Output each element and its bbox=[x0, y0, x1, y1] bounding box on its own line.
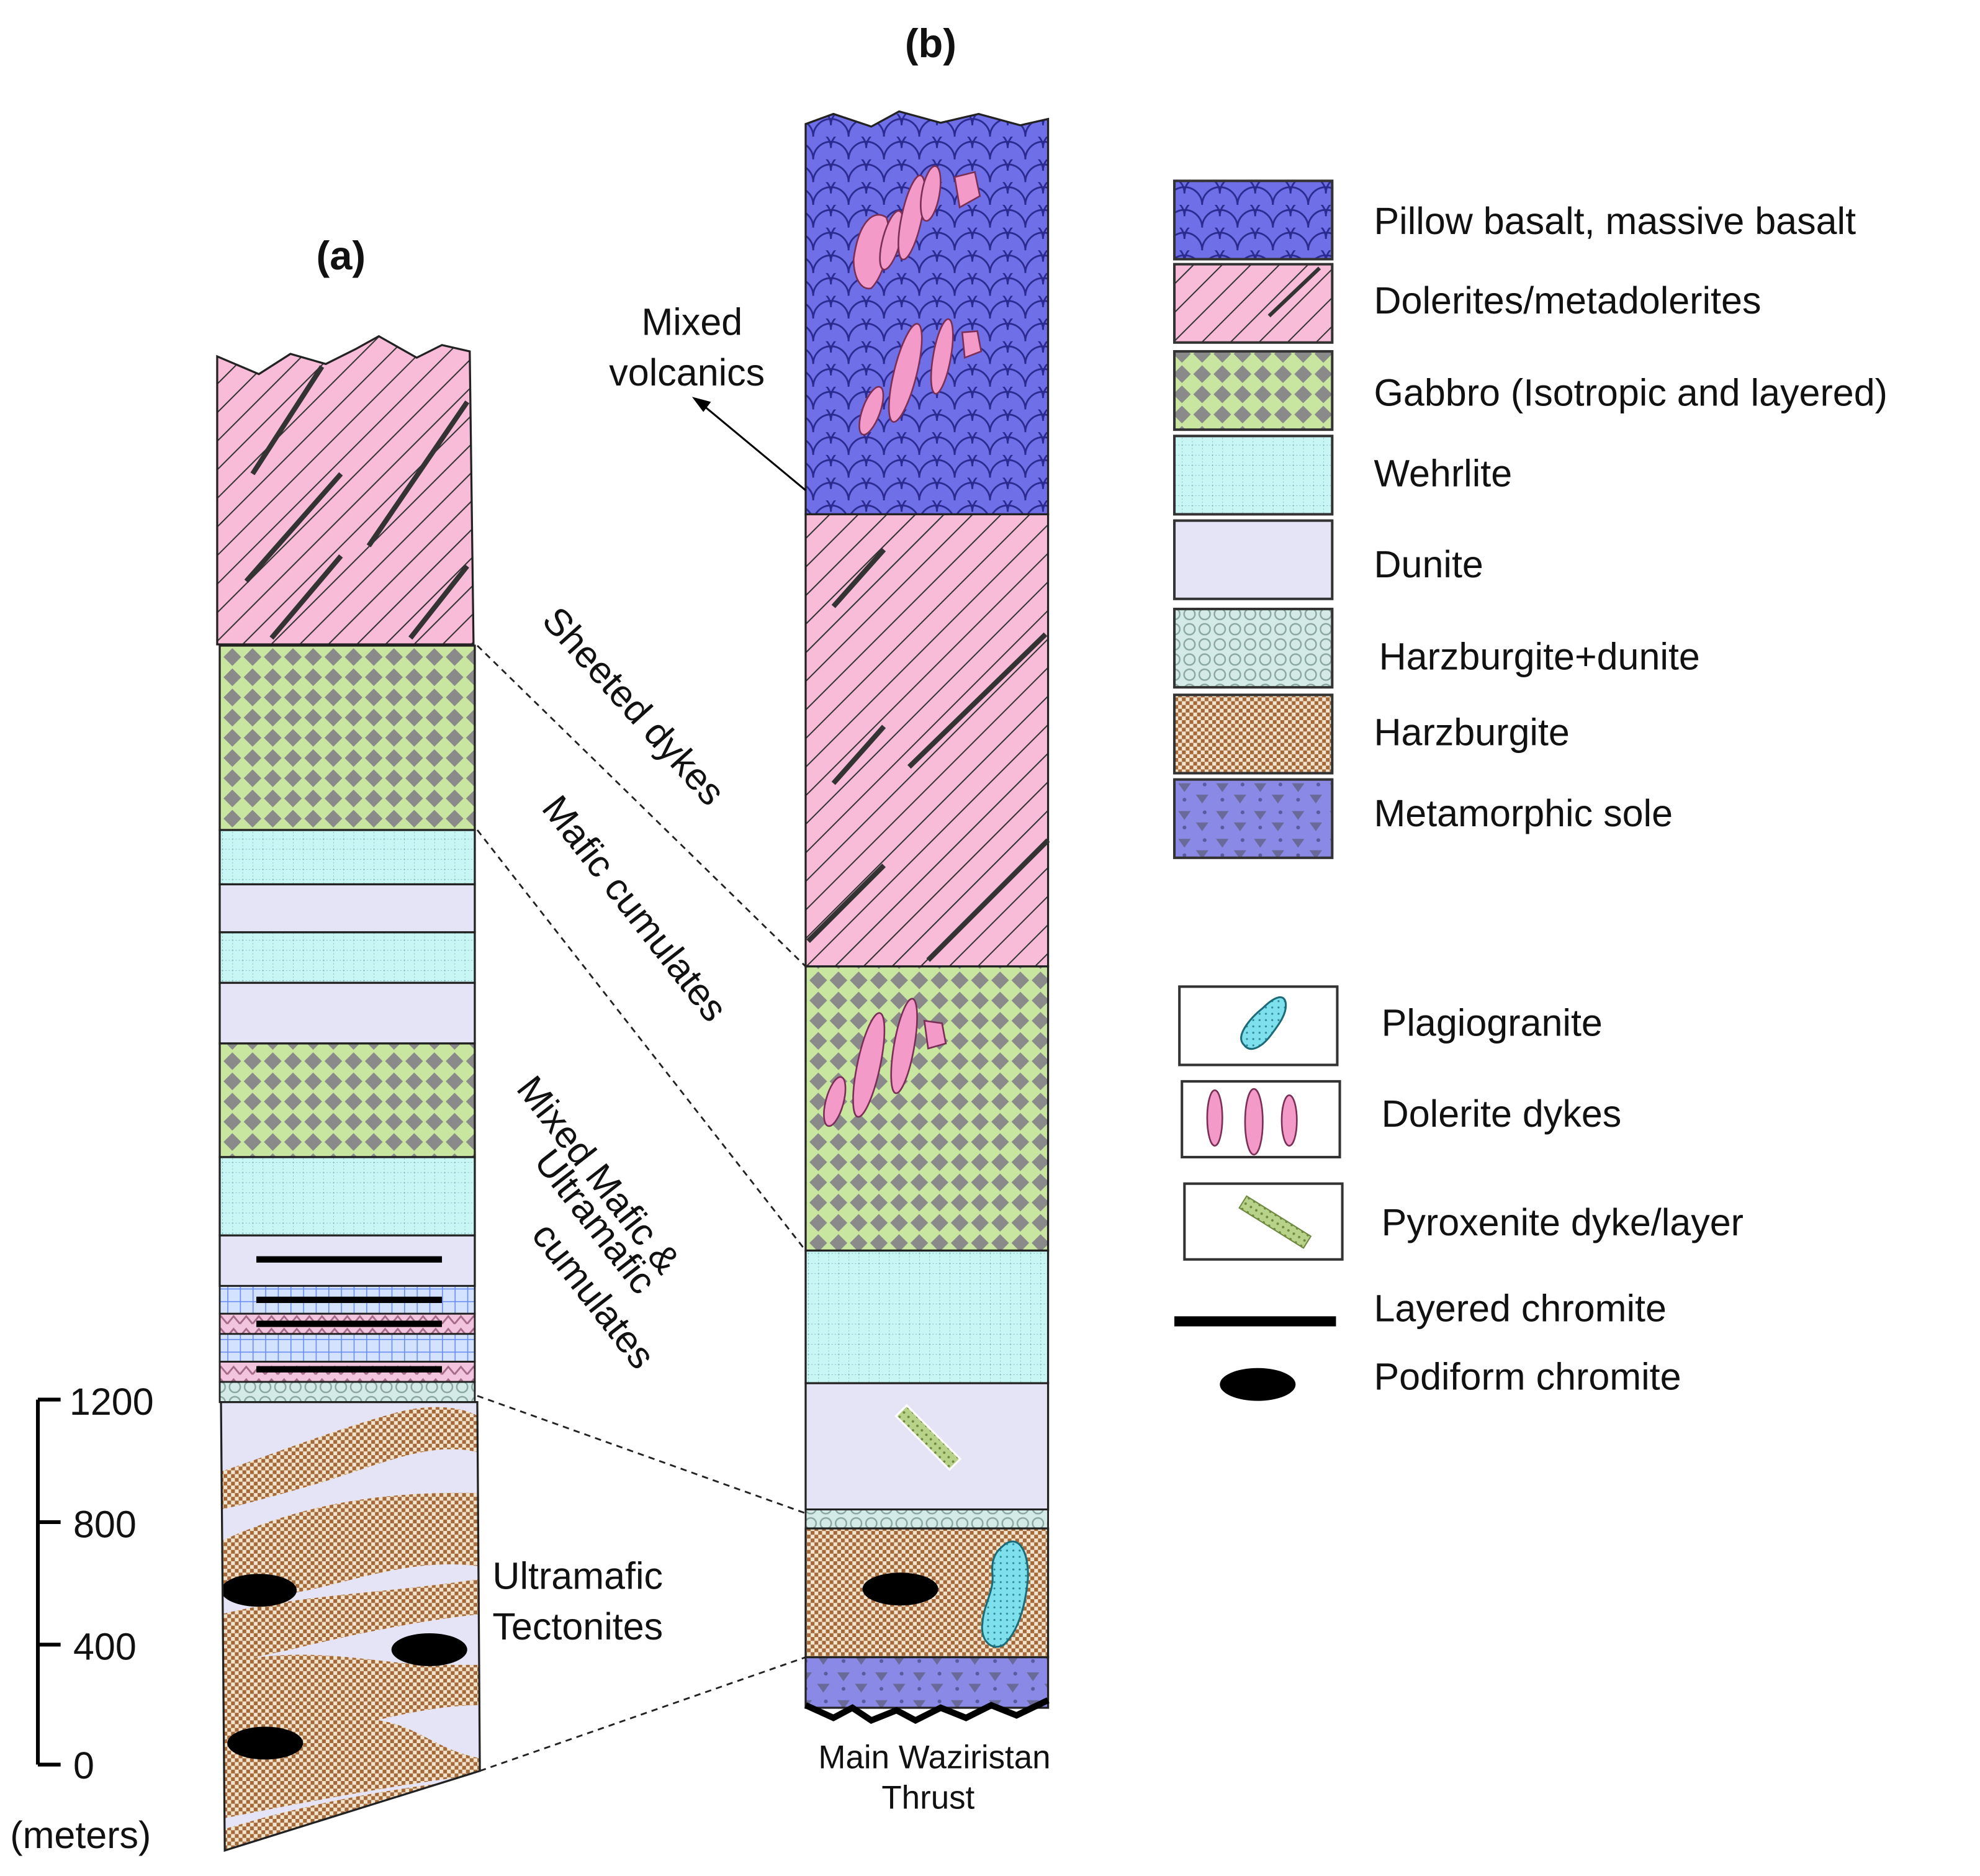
legend-swatch-harzdunite bbox=[1172, 607, 1334, 689]
mixed-volcanics-label-1: Mixed bbox=[641, 301, 742, 343]
column-b-pyroxenite-dyke bbox=[894, 1404, 962, 1471]
column-a-wehrlite-layer-2 bbox=[218, 931, 476, 984]
column-b-metamorphic-sole-layer bbox=[804, 1656, 1050, 1725]
ultramafic-tectonites-label-2: Tectonites bbox=[492, 1605, 663, 1648]
scale-tick-1200: 1200 bbox=[70, 1381, 154, 1423]
legend-label-podiform-chromite: Podiform chromite bbox=[1374, 1355, 1681, 1397]
column-a-gabbro-layer-2 bbox=[218, 1042, 476, 1158]
legend-swatch-dolerite bbox=[1172, 263, 1334, 344]
column-a-top-outline bbox=[216, 335, 475, 646]
legend-swatch-gabbro bbox=[1172, 349, 1334, 431]
column-b-harzburgite-layer bbox=[804, 1527, 1050, 1659]
legend-label-dolerite-dykes: Dolerite dykes bbox=[1382, 1093, 1622, 1135]
legend-swatch-pyroxenite bbox=[1183, 1182, 1344, 1261]
legend-label-pillow: Pillow basalt, massive basalt bbox=[1374, 200, 1856, 242]
legend-label-metamorphic: Metamorphic sole bbox=[1374, 792, 1673, 834]
legend-label-harzdunite: Harzburgite+dunite bbox=[1379, 636, 1700, 678]
column-b-plagiogranite-body bbox=[981, 1540, 1029, 1648]
legend-swatch-metamorphic bbox=[1172, 778, 1334, 859]
column-a-tectonite-layer bbox=[221, 1402, 480, 1851]
column-a-podiform-chromite-1 bbox=[221, 1574, 297, 1607]
column-b-dunite-layer bbox=[804, 1382, 1050, 1511]
legend-swatch-plagiogranite bbox=[1178, 985, 1339, 1067]
correlation-lines bbox=[476, 645, 807, 1772]
column-b-dolerite-layer bbox=[804, 513, 1050, 968]
sheeted-dykes-label: Sheeted dykes bbox=[534, 599, 734, 813]
column-a-dunite-layer-2 bbox=[218, 981, 476, 1045]
legend-swatch-dolerite-dykes bbox=[1181, 1080, 1341, 1159]
column-b-gabbro-layer bbox=[804, 965, 1050, 1252]
panel-b-label: (b) bbox=[905, 20, 956, 66]
scale-tick-0: 0 bbox=[73, 1744, 94, 1787]
column-a-gabbro-layer-1 bbox=[218, 644, 476, 831]
legend-swatch-podiform-chromite bbox=[1220, 1368, 1296, 1401]
thrust-label-2: Thrust bbox=[881, 1780, 974, 1816]
mixed-volcanics-arrow bbox=[691, 397, 806, 491]
column-a-dunite-layer-1 bbox=[218, 883, 476, 934]
column-a: (a) bbox=[10, 233, 663, 1856]
column-a-bluegrid-layer-2 bbox=[218, 1333, 476, 1363]
scale-tick-400: 400 bbox=[73, 1626, 137, 1668]
scale-unit-label: (meters) bbox=[10, 1814, 151, 1856]
column-a-podiform-chromite-3 bbox=[227, 1726, 304, 1760]
legend-label-plagiogranite: Plagiogranite bbox=[1382, 1002, 1603, 1044]
legend-label-harzburgite: Harzburgite bbox=[1374, 711, 1569, 754]
column-b-podiform-chromite bbox=[862, 1572, 938, 1606]
scale-tick-800: 800 bbox=[73, 1503, 137, 1545]
column-a-dolerite-layer bbox=[217, 336, 474, 644]
mixed-volcanics-label-2: volcanics bbox=[609, 351, 765, 394]
scale-bar bbox=[35, 1397, 61, 1767]
ultramafic-tectonites-label-1: Ultramafic bbox=[492, 1555, 663, 1597]
column-a-podiform-chromite-2 bbox=[391, 1633, 467, 1666]
column-a-wehrlite-layer-3 bbox=[218, 1156, 476, 1237]
column-b: (b) bbox=[609, 20, 1050, 1816]
legend-swatch-wehrlite bbox=[1172, 435, 1334, 516]
legend-label-gabbro: Gabbro (Isotropic and layered) bbox=[1374, 371, 1888, 413]
legend-swatch-dunite bbox=[1172, 519, 1334, 600]
legend-label-dunite: Dunite bbox=[1374, 543, 1483, 585]
panel-a-label: (a) bbox=[317, 233, 366, 278]
thrust-label-1: Main Waziristan bbox=[818, 1739, 1050, 1776]
legend-label-layered-chromite: Layered chromite bbox=[1374, 1287, 1666, 1329]
legend-label-wehrlite: Wehrlite bbox=[1374, 453, 1512, 495]
column-a-wehrlite-layer-1 bbox=[218, 829, 476, 886]
legend-label-pyroxenite: Pyroxenite dyke/layer bbox=[1382, 1201, 1744, 1243]
mafic-cumulates-label: Mafic cumulates bbox=[534, 788, 736, 1029]
legend-label-dolerite: Dolerites/metadolerites bbox=[1374, 279, 1761, 322]
legend: Pillow basalt, massive basalt Dolerites/… bbox=[1172, 179, 1888, 1401]
column-a-harzdunite-layer bbox=[218, 1381, 476, 1404]
column-b-harzdunite-layer bbox=[804, 1508, 1050, 1530]
legend-swatch-harzburgite bbox=[1172, 693, 1334, 775]
legend-swatch-pillow bbox=[1172, 179, 1334, 261]
column-b-pillow-basalt-layer bbox=[805, 111, 1048, 515]
column-b-wehrlite-layer bbox=[804, 1249, 1050, 1384]
